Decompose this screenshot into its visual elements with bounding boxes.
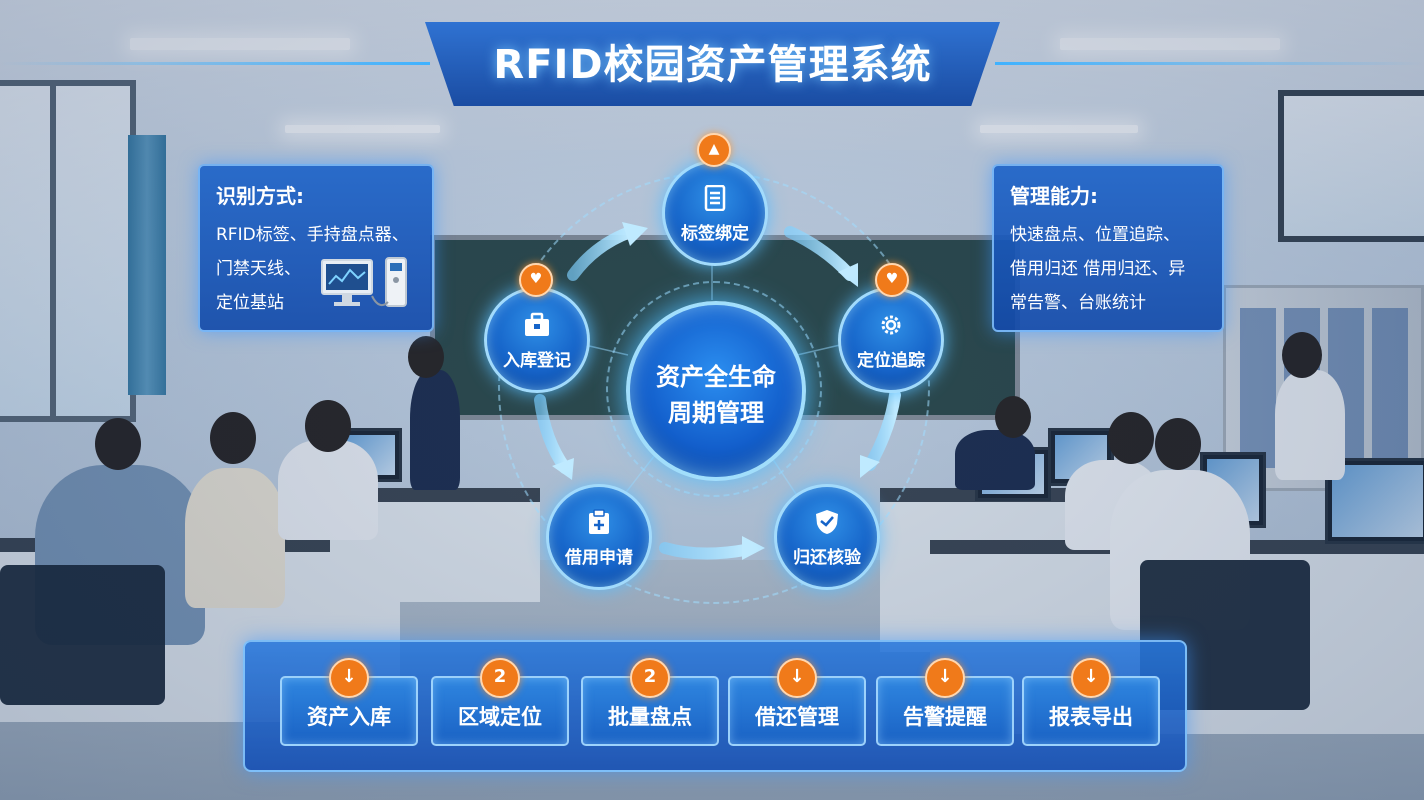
module-badge-number-icon: 2	[630, 658, 670, 698]
node-label: 标签绑定	[681, 224, 749, 244]
module-report-export[interactable]: 报表导出	[1022, 676, 1160, 746]
person-head	[1155, 418, 1201, 470]
node-label: 定位追踪	[857, 351, 925, 371]
window-right	[1278, 90, 1424, 242]
node-badge-up-icon: ▲	[697, 133, 731, 167]
title-banner	[425, 22, 1000, 106]
identification-line-1: RFID标签、手持盘点器、	[216, 225, 409, 245]
module-badge-number-icon: 2	[480, 658, 520, 698]
node-badge-heart-icon: ♥	[875, 263, 909, 297]
ceiling-lamp	[285, 125, 440, 133]
ceiling-lamp	[1060, 38, 1280, 50]
center-title-line-2: 周期管理	[668, 399, 764, 427]
page-title: RFID校园资产管理系统	[493, 42, 932, 88]
person-head	[1108, 412, 1154, 464]
shield-check-icon	[816, 510, 838, 534]
node-label: 借用申请	[565, 548, 633, 568]
node-return-verification[interactable]: 归还核验	[774, 484, 880, 590]
person-head	[1282, 332, 1322, 378]
curtain	[128, 135, 166, 395]
node-badge-heart-icon: ♥	[519, 263, 553, 297]
lifecycle-center-hub: 资产全生命 周期管理	[626, 301, 806, 481]
person	[185, 468, 285, 608]
ceiling-lamp	[980, 125, 1138, 133]
node-location-tracking[interactable]: 定位追踪	[838, 287, 944, 393]
person-head	[305, 400, 351, 452]
node-label: 入库登记	[503, 351, 571, 371]
briefcase-icon	[525, 312, 549, 336]
document-list-icon	[704, 185, 726, 211]
office-chair	[0, 565, 165, 705]
node-label: 归还核验	[793, 548, 861, 568]
window-left	[0, 80, 136, 422]
node-warehouse-registration[interactable]: 入库登记	[484, 287, 590, 393]
clipboard-plus-icon	[589, 509, 609, 534]
identification-line-3: 定位基站	[216, 293, 284, 313]
management-line-2: 借用归还 借用归还、异	[1010, 259, 1186, 279]
inner-dashed-ring	[606, 281, 822, 497]
module-badge-down-arrow-icon: ↓	[777, 658, 817, 698]
monitor	[1325, 458, 1424, 544]
ceiling-lamp	[130, 38, 350, 50]
person-head	[408, 336, 444, 378]
person	[955, 430, 1035, 490]
person-head	[95, 418, 141, 470]
person	[410, 370, 460, 490]
module-badge-down-arrow-icon: ↓	[925, 658, 965, 698]
node-tag-binding[interactable]: 标签绑定	[662, 160, 768, 266]
gear-icon	[881, 315, 901, 335]
person	[1275, 370, 1345, 480]
module-badge-down-arrow-icon: ↓	[1071, 658, 1111, 698]
person-head	[995, 396, 1031, 438]
node-borrow-request[interactable]: 借用申请	[546, 484, 652, 590]
identification-panel: 识别方式: RFID标签、手持盘点器、 门禁天线、 定位基站	[198, 164, 434, 332]
person	[278, 440, 378, 540]
management-line-3: 常告警、台账统计	[1010, 293, 1146, 313]
management-panel-title: 管理能力:	[1010, 184, 1098, 208]
module-badge-down-arrow-icon: ↓	[329, 658, 369, 698]
center-title-line-1: 资产全生命	[656, 363, 776, 391]
computer-and-reader-icon	[321, 257, 407, 307]
identification-panel-title: 识别方式:	[216, 184, 304, 208]
person-head	[210, 412, 256, 464]
management-line-1: 快速盘点、位置追踪、	[1010, 225, 1180, 245]
title-glow-line-left	[0, 62, 430, 65]
management-panel: 管理能力: 快速盘点、位置追踪、 借用归还 借用归还、异 常告警、台账统计	[992, 164, 1224, 332]
identification-line-2: 门禁天线、	[216, 259, 301, 279]
